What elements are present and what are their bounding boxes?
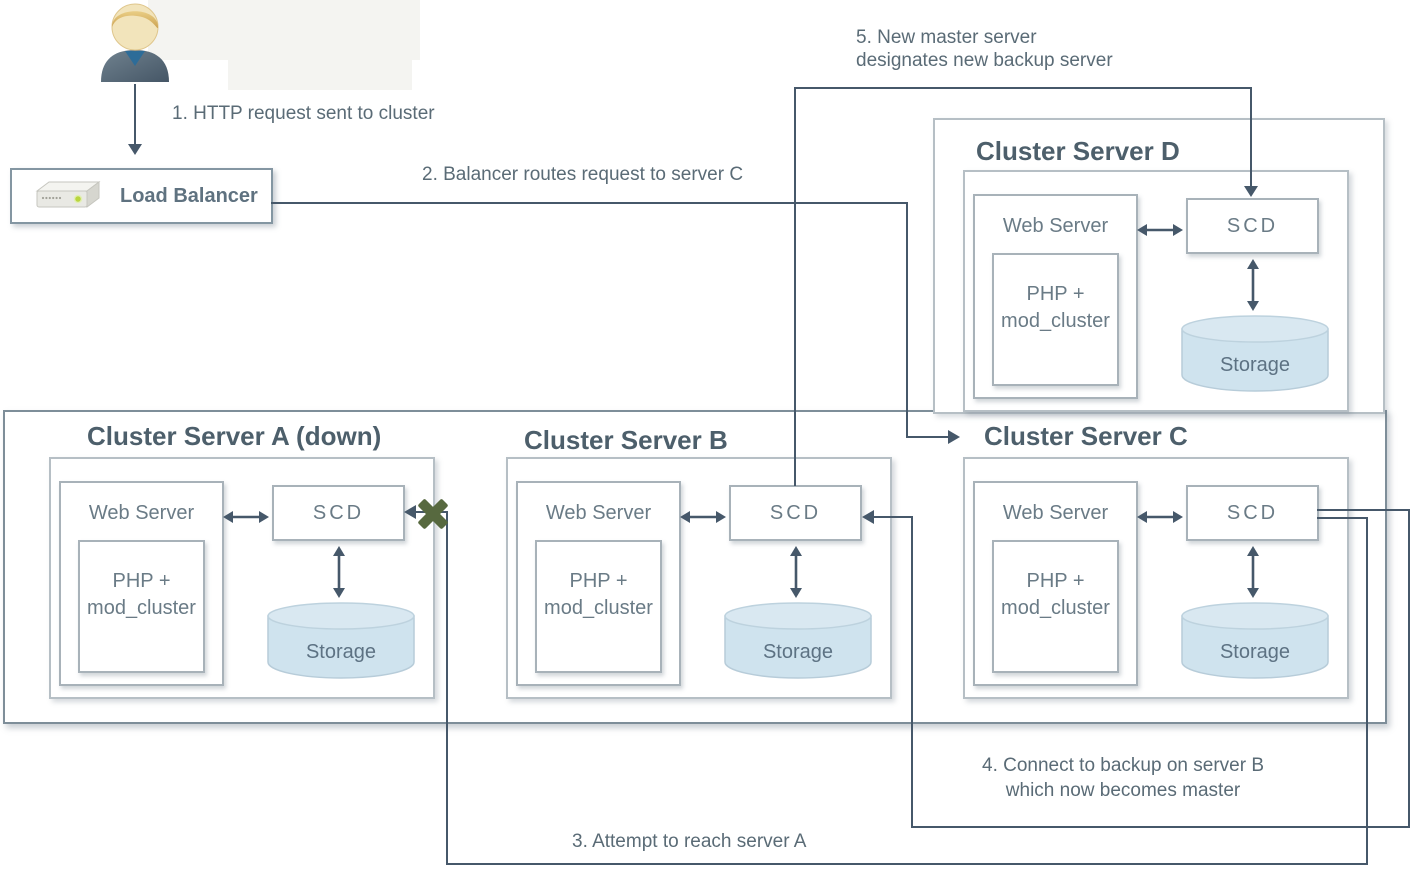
scd-box: SCD <box>1186 485 1319 541</box>
scd-box: SCD <box>729 485 862 541</box>
web-server-box: Web Server PHP + mod_cluster <box>59 481 224 686</box>
web-server-label: Web Server <box>545 502 652 524</box>
annotation-step5-line2: designates new backup server <box>856 50 1113 71</box>
background-artifact <box>228 30 412 90</box>
line-segment <box>906 202 908 438</box>
line-segment <box>446 863 1368 865</box>
bidirectional-arrow-icon <box>1247 546 1259 598</box>
scd-label: SCD <box>1226 501 1279 524</box>
storage-label: Storage <box>762 641 834 663</box>
mod-cluster-label: mod_cluster <box>1001 597 1110 619</box>
bidirectional-arrow-icon <box>333 546 345 598</box>
php-label: PHP + <box>569 570 628 592</box>
line-segment <box>794 87 796 486</box>
scd-label: SCD <box>1226 214 1279 237</box>
bidirectional-arrow-icon <box>1137 511 1183 523</box>
line-segment <box>1317 517 1368 519</box>
line-segment <box>906 436 950 438</box>
php-label: PHP + <box>112 570 171 592</box>
php-mod-cluster-box: PHP + mod_cluster <box>992 253 1119 386</box>
bidirectional-arrow-icon <box>1137 224 1183 236</box>
database-cylinder-icon <box>1181 315 1329 392</box>
line-segment <box>1366 517 1368 865</box>
cluster-a-box: Web Server PHP + mod_cluster SCD Storage <box>49 457 435 699</box>
web-server-box: Web Server PHP + mod_cluster <box>973 194 1138 399</box>
mod-cluster-label: mod_cluster <box>87 597 196 619</box>
line-segment <box>1250 87 1252 187</box>
line-segment <box>1408 509 1410 828</box>
annotation-step5: 5. New master server designates new back… <box>856 26 1113 72</box>
storage-cylinder: Storage <box>1179 600 1331 684</box>
php-mod-cluster-box: PHP + mod_cluster <box>535 540 662 673</box>
line-segment <box>874 516 913 518</box>
mod-cluster-label: mod_cluster <box>544 597 653 619</box>
scd-label: SCD <box>312 501 365 524</box>
annotation-step1: 1. HTTP request sent to cluster <box>172 103 435 124</box>
line-segment <box>911 516 913 828</box>
cluster-d-box: Web Server PHP + mod_cluster SCD Storage <box>963 170 1349 412</box>
php-mod-cluster-box: PHP + mod_cluster <box>992 540 1119 673</box>
storage-label: Storage <box>1219 354 1291 376</box>
arrowhead-down-icon <box>128 144 142 155</box>
arrowhead-left-icon <box>404 505 416 519</box>
database-cylinder-icon <box>267 602 415 679</box>
arrowhead-right-icon <box>948 430 960 444</box>
bidirectional-arrow-icon <box>790 546 802 598</box>
annotation-step2: 2. Balancer routes request to server C <box>422 164 744 185</box>
arrowhead-down-icon <box>1244 186 1258 197</box>
bidirectional-arrow-icon <box>223 511 269 523</box>
web-server-box: Web Server PHP + mod_cluster <box>973 481 1138 686</box>
line-segment <box>271 202 908 204</box>
scd-label: SCD <box>769 501 822 524</box>
web-server-label: Web Server <box>1002 215 1109 237</box>
annotation-step4-line2: which now becomes master <box>1005 780 1241 801</box>
line-segment <box>1317 509 1410 511</box>
annotation-step3: 3. Attempt to reach server A <box>572 831 807 852</box>
cluster-c-title: Cluster Server C <box>984 421 1188 451</box>
bidirectional-arrow-icon <box>1247 259 1259 311</box>
storage-cylinder: Storage <box>722 600 874 684</box>
cluster-d-title: Cluster Server D <box>976 136 1180 166</box>
cluster-b-title: Cluster Server B <box>524 425 728 455</box>
arrowhead-left-icon <box>862 510 874 524</box>
line-segment <box>794 87 1252 89</box>
load-balancer-box: Load Balancer <box>10 168 273 224</box>
database-cylinder-icon <box>724 602 872 679</box>
bidirectional-arrow-icon <box>680 511 726 523</box>
php-mod-cluster-box: PHP + mod_cluster <box>78 540 205 673</box>
web-server-box: Web Server PHP + mod_cluster <box>516 481 681 686</box>
load-balancer-icon <box>35 181 101 208</box>
storage-cylinder: Storage <box>265 600 417 684</box>
php-label: PHP + <box>1026 283 1085 305</box>
scd-box: SCD <box>1186 198 1319 254</box>
cluster-c-box: Web Server PHP + mod_cluster SCD Storage <box>963 457 1349 699</box>
storage-label: Storage <box>305 641 377 663</box>
storage-label: Storage <box>1219 641 1291 663</box>
scd-box: SCD <box>272 485 405 541</box>
line-segment <box>911 826 1410 828</box>
failure-x-icon <box>414 495 452 533</box>
cluster-b-box: Web Server PHP + mod_cluster SCD Storage <box>506 457 892 699</box>
storage-cylinder: Storage <box>1179 313 1331 397</box>
web-server-label: Web Server <box>1002 502 1109 524</box>
line-segment <box>446 511 448 865</box>
cluster-a-title: Cluster Server A (down) <box>87 421 382 451</box>
mod-cluster-label: mod_cluster <box>1001 310 1110 332</box>
line-segment <box>134 84 136 146</box>
annotation-step4: 4. Connect to backup on server B which n… <box>975 753 1271 803</box>
web-server-label: Web Server <box>88 502 195 524</box>
user-icon <box>93 0 177 89</box>
database-cylinder-icon <box>1181 602 1329 679</box>
php-label: PHP + <box>1026 570 1085 592</box>
load-balancer-label: Load Balancer <box>120 184 258 207</box>
annotation-step5-line1: 5. New master server <box>856 27 1037 48</box>
annotation-step4-line1: 4. Connect to backup on server B <box>982 755 1264 776</box>
